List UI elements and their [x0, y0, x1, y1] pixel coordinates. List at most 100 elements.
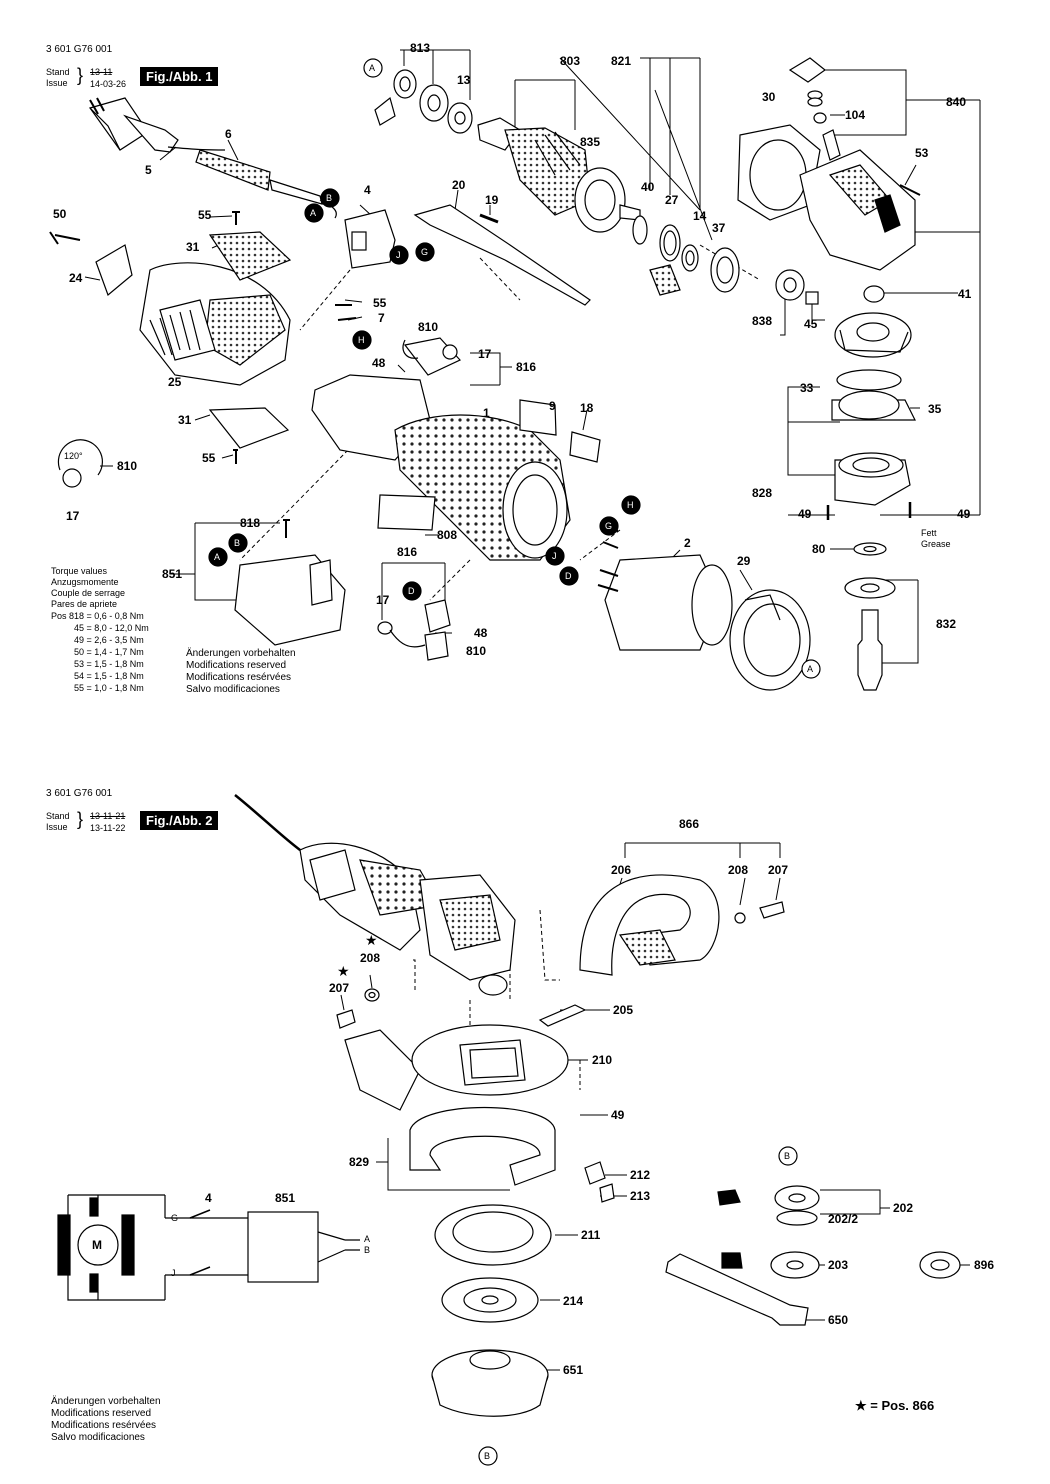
part-49-left: 49 — [798, 507, 812, 521]
guard-ring-829 — [409, 1106, 556, 1186]
torque-heading-de: Anzugsmomente — [51, 577, 119, 587]
fig2-note-de: Änderungen vorbehalten — [51, 1396, 161, 1407]
fig2-doc-id: 3 601 G76 001 — [46, 788, 113, 799]
part-202-2: 202/2 — [828, 1212, 859, 1226]
grease-en: Grease — [921, 539, 951, 549]
switch-4 — [344, 204, 591, 306]
armature-803 — [477, 117, 641, 233]
wiring-schematic — [57, 1194, 360, 1301]
rings-40-27-14-37 — [632, 215, 740, 296]
fasteners-207-208 — [336, 988, 380, 1029]
fig1-issue-date: 14-03-26 — [90, 79, 127, 89]
part-5: 5 — [145, 163, 152, 177]
torque-row: 49 = 2,6 - 3,5 Nm — [74, 635, 144, 645]
part-866: 866 — [679, 817, 700, 831]
bevel-gears — [775, 269, 912, 358]
cord-sleeve — [195, 149, 337, 219]
part-208-star: 208 — [360, 951, 381, 965]
gear-housing-1 — [311, 304, 601, 561]
part-17-bottom: 17 — [376, 593, 390, 607]
part-211: 211 — [581, 1228, 601, 1242]
part-45: 45 — [804, 317, 818, 331]
part-80: 80 — [812, 542, 826, 556]
part-207: 207 — [768, 863, 789, 877]
torque-row: 55 = 1,0 - 1,8 Nm — [74, 683, 144, 693]
fig1-title: Fig./Abb. 1 — [140, 67, 219, 86]
callout-d-brush: D — [408, 586, 415, 596]
part-208: 208 — [728, 863, 749, 877]
callout-b-plug: B — [326, 193, 333, 203]
part-18: 18 — [580, 401, 594, 415]
side-handle-206 — [579, 874, 785, 976]
suppressor-851 — [234, 519, 346, 646]
motor-housing-25 — [49, 211, 292, 464]
callout-j-switch: J — [396, 250, 401, 260]
fig2-note-fr: Modifications resérvées — [51, 1420, 157, 1431]
part-896: 896 — [974, 1258, 995, 1272]
part-55-top: 55 — [198, 208, 212, 222]
callout-a-top: A — [369, 63, 376, 73]
wire-b-label: B — [364, 1245, 371, 1255]
callout-g-field: G — [605, 521, 613, 531]
part-53: 53 — [915, 146, 929, 160]
part-17-top: 17 — [478, 347, 492, 361]
wire-j-label: J — [171, 1268, 176, 1278]
fig2-note-en: Modifications reserved — [51, 1408, 152, 1419]
torque-row: 54 = 1,5 - 1,8 Nm — [74, 671, 144, 681]
callout-d-field: D — [565, 571, 572, 581]
part-803: 803 — [560, 54, 581, 68]
part-24: 24 — [69, 271, 83, 285]
part-49: 49 — [611, 1108, 625, 1122]
part-48-bottom: 48 — [474, 626, 488, 640]
fig1-doc-id: 3 601 G76 001 — [46, 44, 113, 55]
part-808: 808 — [437, 528, 458, 542]
part-650: 650 — [828, 1313, 849, 1327]
fan-shroud-29 — [729, 589, 811, 691]
callout-b-bottom: B — [484, 1451, 491, 1461]
part-207-star: 207 — [329, 981, 350, 995]
brush-holder-810-bottom — [377, 599, 451, 661]
part-810-left: 810 — [117, 459, 138, 473]
part-818: 818 — [240, 516, 261, 530]
part-816-top: 816 — [516, 360, 537, 374]
part-48-top: 48 — [372, 356, 386, 370]
part-49-right: 49 — [957, 507, 971, 521]
fig2-issue-date: 13-11-22 — [90, 823, 126, 833]
torque-row: Pos 818 = 0,6 - 0,8 Nm — [51, 611, 144, 621]
part-2: 2 — [684, 536, 691, 550]
gear-head-30-53 — [737, 57, 921, 271]
power-cord-plug — [89, 97, 226, 153]
brush-holder-810-left — [402, 339, 458, 360]
fig1-callouts — [208, 58, 821, 679]
part-30: 30 — [762, 90, 776, 104]
wire-a-label: A — [364, 1234, 371, 1244]
part-651: 651 — [563, 1363, 584, 1377]
part-104: 104 — [845, 108, 866, 122]
star-note: ★ = Pos. 866 — [855, 1398, 935, 1413]
bearing-flange-828 — [826, 369, 916, 520]
fig1-stand-date: 13-11 — [90, 67, 113, 77]
angle-label: 120° — [64, 451, 83, 461]
part-19: 19 — [485, 193, 499, 207]
fig1-stand-label: Stand — [46, 67, 70, 77]
part-4: 4 — [364, 183, 371, 197]
part-37: 37 — [712, 221, 726, 235]
callout-b-flange: B — [784, 1151, 791, 1161]
callout-a-suppressor: A — [214, 552, 221, 562]
part-14: 14 — [693, 209, 707, 223]
callout-g-switch: G — [421, 247, 429, 257]
torque-heading-en: Torque values — [51, 566, 108, 576]
part-33: 33 — [800, 381, 814, 395]
torque-row: 45 = 8,0 - 12,0 Nm — [74, 623, 149, 633]
part-213: 213 — [630, 1189, 651, 1203]
part-203: 203 — [828, 1258, 849, 1272]
part-29: 29 — [737, 554, 751, 568]
fig2-callout-b-bottom — [478, 1446, 498, 1466]
part-1: 1 — [483, 406, 490, 420]
part-35: 35 — [928, 402, 942, 416]
fig1-issue-label: Issue — [46, 78, 68, 88]
part-851-schematic: 851 — [275, 1191, 296, 1205]
star-icon: ★ — [365, 932, 378, 948]
part-50: 50 — [53, 207, 67, 221]
